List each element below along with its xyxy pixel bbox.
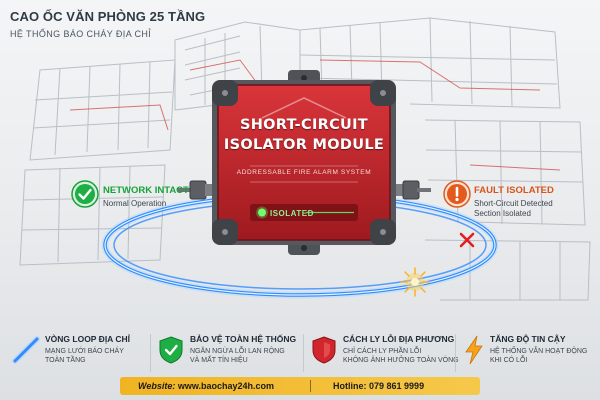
contact-footer: Website: www.baochay24h.com Hotline: 079… <box>120 377 480 395</box>
feature-title: BẢO VỆ TOÀN HỆ THỐNG <box>190 334 297 344</box>
fault-status-detail-line-2: Section Isolated <box>474 209 531 218</box>
website-label: Website: <box>138 381 176 391</box>
feature-line-1: NGĂN NGỪA LỖI LAN RỘNG <box>190 348 285 355</box>
fault-x-icon <box>459 232 475 248</box>
device-status-indicator: ISOLATED <box>270 209 314 218</box>
feature-title: TĂNG ĐỘ TIN CẬY <box>490 334 566 344</box>
device-subtitle: ADDRESSABLE FIRE ALARM SYSTEM <box>236 169 372 176</box>
device-title-line-2: ISOLATOR MODULE <box>223 137 385 153</box>
hotline-text[interactable]: Hotline: 079 861 9999 <box>333 381 424 391</box>
right-cable-gland <box>394 180 431 200</box>
page-title: CAO ỐC VĂN PHÒNG 25 TẦNG <box>10 9 206 24</box>
feature-item-system-protection: BẢO VỆ TOÀN HỆ THỐNG NGĂN NGỪA LỖI LAN R… <box>190 334 296 374</box>
lightning-icon <box>465 335 483 365</box>
feature-title: CÁCH LY LỖI ĐỊA PHƯƠNG <box>343 334 455 344</box>
isolator-module-device: SHORT-CIRCUIT ISOLATOR MODULE ADDRESSABL… <box>210 70 398 255</box>
network-status: NETWORK INTACT Normal Operation <box>103 185 189 209</box>
feature-line-2: KHI CÓ LỖI <box>490 357 528 364</box>
fault-status-heading: FAULT ISOLATED <box>474 185 554 196</box>
feature-item-loop: VÒNG LOOP ĐỊA CHỈ MẠNG LƯỚI BÁO CHÁY TOÀ… <box>45 334 130 374</box>
green-shield-check-icon <box>159 336 183 364</box>
network-status-detail: Normal Operation <box>103 199 167 208</box>
feature-item-reliability: TĂNG ĐỘ TIN CẬY HỆ THỐNG VẪN HOẠT ĐỘNG K… <box>490 334 587 374</box>
feature-line-1: CHỈ CÁCH LY PHẦN LỖI <box>343 348 422 355</box>
spark-icon <box>400 267 430 297</box>
hotline-label: Hotline: <box>333 381 367 391</box>
website-link[interactable]: www.baochay24h.com <box>177 381 275 391</box>
feature-item-local-isolation: CÁCH LY LỖI ĐỊA PHƯƠNG CHỈ CÁCH LY PHẦN … <box>343 334 459 374</box>
feature-line-2: VÀ MẤT TÍN HIỆU <box>190 357 248 364</box>
feature-line-1: MẠNG LƯỚI BÁO CHÁY <box>45 348 124 355</box>
feature-line-2: KHÔNG ẢNH HƯỞNG TOÀN VÒNG <box>343 357 459 364</box>
feature-divider <box>150 334 151 372</box>
warning-circle-icon <box>443 180 471 208</box>
page-subtitle: HỆ THỐNG BÁO CHÁY ĐỊA CHỈ <box>10 29 152 39</box>
device-title-line-1: SHORT-CIRCUIT <box>240 117 368 133</box>
check-circle-icon <box>71 180 99 208</box>
left-cable-gland <box>178 180 215 200</box>
footer-separator <box>310 380 311 392</box>
device-housing <box>212 70 396 255</box>
red-shield-icon <box>312 336 336 364</box>
feature-title: VÒNG LOOP ĐỊA CHỈ <box>45 334 131 344</box>
feature-line-2: TOÀN TẦNG <box>45 357 86 364</box>
fault-status: FAULT ISOLATED Short-Circuit Detected Se… <box>474 185 554 219</box>
feature-line-1: HỆ THỐNG VẪN HOẠT ĐỘNG <box>490 348 588 355</box>
website-text[interactable]: Website: www.baochay24h.com <box>138 381 274 391</box>
feature-divider <box>303 334 304 372</box>
fault-status-detail: Short-Circuit Detected Section Isolated <box>474 199 554 219</box>
hotline-number[interactable]: 079 861 9999 <box>369 381 425 391</box>
network-status-heading: NETWORK INTACT <box>103 185 189 196</box>
feature-divider <box>455 334 456 372</box>
fault-status-detail-line-1: Short-Circuit Detected <box>474 199 553 208</box>
loop-line-icon <box>12 336 40 364</box>
